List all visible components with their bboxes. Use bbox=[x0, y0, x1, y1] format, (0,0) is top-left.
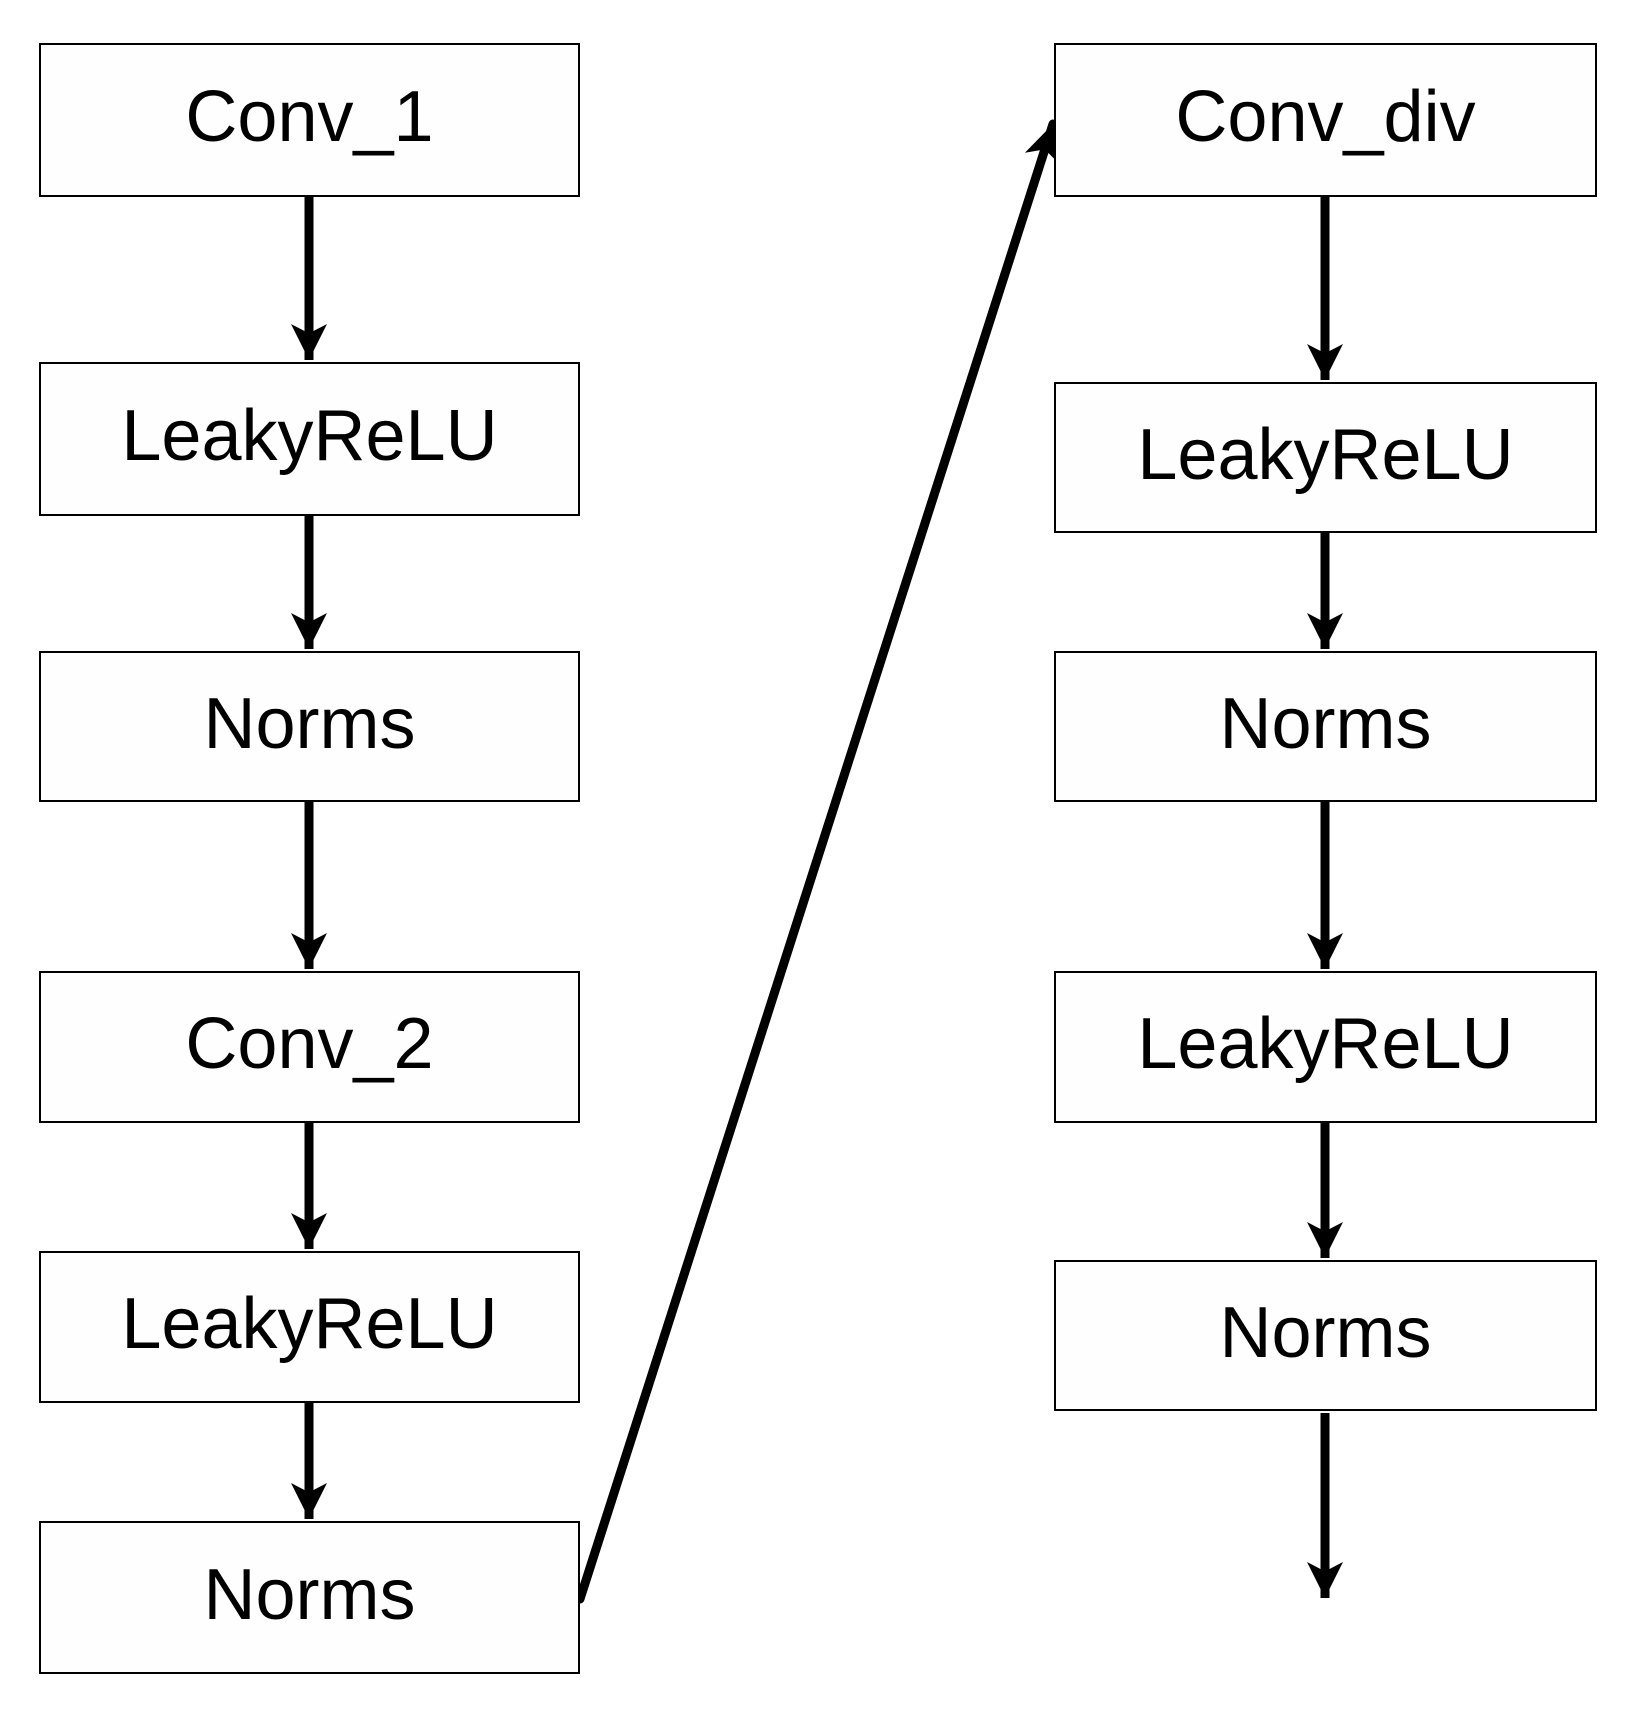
node-label: LeakyReLU bbox=[121, 396, 498, 476]
node-label: Norms bbox=[203, 1554, 416, 1635]
node-norms-right-2: Norms bbox=[1054, 1260, 1597, 1411]
skip-connection-arrow bbox=[575, 119, 1060, 1604]
node-label: Norms bbox=[1219, 683, 1432, 764]
node-norms-left-1: Norms bbox=[39, 651, 580, 802]
node-conv-2: Conv_2 bbox=[39, 971, 580, 1123]
node-norms-right-1: Norms bbox=[1054, 651, 1597, 802]
node-label: Conv_1 bbox=[185, 77, 434, 157]
node-label: LeakyReLU bbox=[121, 1284, 498, 1364]
node-label: LeakyReLU bbox=[1137, 414, 1514, 495]
node-leakyrelu-right-2: LeakyReLU bbox=[1054, 971, 1597, 1123]
node-label: LeakyReLU bbox=[1137, 1004, 1514, 1084]
node-norms-left-2: Norms bbox=[39, 1521, 580, 1674]
node-leakyrelu-left-2: LeakyReLU bbox=[39, 1251, 580, 1403]
node-conv-1: Conv_1 bbox=[39, 43, 580, 197]
node-label: Norms bbox=[1219, 1292, 1432, 1373]
node-label: Conv_2 bbox=[185, 1004, 434, 1084]
node-leakyrelu-right-1: LeakyReLU bbox=[1054, 382, 1597, 533]
node-label: Conv_div bbox=[1175, 77, 1476, 157]
node-conv-div: Conv_div bbox=[1054, 43, 1597, 197]
node-leakyrelu-left-1: LeakyReLU bbox=[39, 362, 580, 516]
node-label: Norms bbox=[203, 683, 416, 764]
